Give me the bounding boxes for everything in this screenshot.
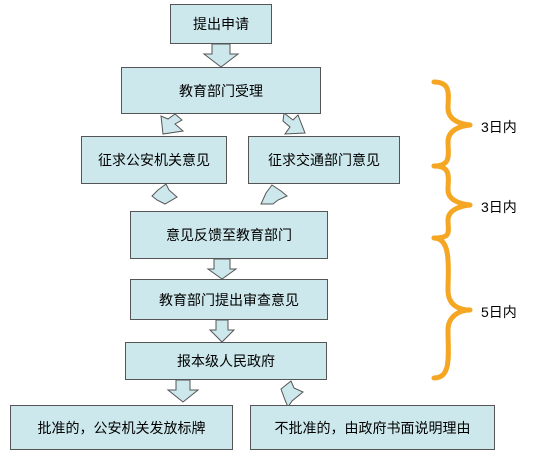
step-education-dept-review: 教育部门提出审查意见 [130, 279, 328, 320]
arrow-diagonal-left [160, 113, 185, 135]
timeline-label-phase1: 3日内 [481, 119, 517, 135]
arrow-diagonal-right [282, 112, 306, 135]
arrow-down [202, 43, 240, 68]
timeline-label-phase2: 3日内 [481, 199, 517, 215]
outcome-rejected: 不批准的，由政府书面说明理由 [250, 405, 495, 450]
brace-phase3 [431, 235, 473, 381]
brace-phase2 [431, 163, 473, 241]
outcome-approved: 批准的，公安机关发放标牌 [10, 405, 233, 450]
arrow-diagonal-left [260, 184, 288, 205]
arrow-down [206, 258, 238, 280]
step-consult-police: 征求公安机关意见 [81, 136, 227, 184]
arrow-diagonal-right [280, 380, 304, 409]
arrow-down [166, 379, 200, 403]
step-submit-application: 提出申请 [170, 4, 272, 44]
brace-phase1 [431, 79, 473, 169]
arrow-down [208, 319, 236, 343]
step-feedback-to-education-dept: 意见反馈至教育部门 [130, 211, 328, 259]
step-consult-traffic-dept: 征求交通部门意见 [248, 136, 400, 184]
step-report-to-government: 报本级人民政府 [125, 342, 327, 380]
arrow-diagonal-right [151, 183, 178, 205]
step-education-dept-accepts: 教育部门受理 [121, 67, 321, 114]
timeline-label-phase3: 5日内 [481, 304, 517, 320]
